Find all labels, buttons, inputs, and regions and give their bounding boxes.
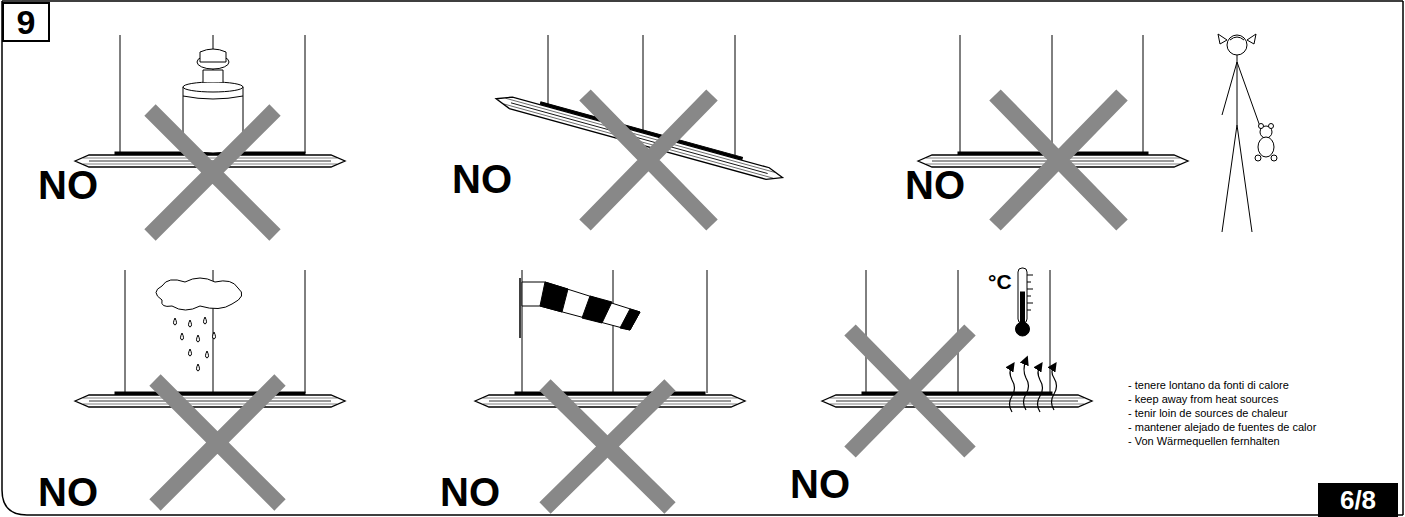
note-line: - keep away from heat sources (1128, 393, 1278, 405)
cross (155, 380, 280, 505)
panel-weight (75, 35, 345, 167)
unit-symbol: °C (988, 270, 1012, 293)
step-number: 9 (2, 2, 50, 42)
no-label: NO (452, 157, 512, 201)
panel-rain (75, 270, 345, 407)
no-label: NO (440, 470, 500, 514)
note-line: - Von Wärmequellen fernhalten (1128, 435, 1280, 447)
no-label: NO (905, 163, 965, 207)
cross (585, 95, 712, 225)
page-number: 6/8 (1318, 483, 1398, 517)
cross (995, 95, 1122, 225)
cross (545, 385, 670, 508)
no-label: NO (38, 163, 98, 207)
note-line: - tenir loin de sources de chaleur (1128, 407, 1288, 419)
no-label: NO (38, 470, 98, 514)
panel-child (918, 34, 1277, 232)
step-number-text: 9 (17, 5, 36, 39)
page-number-text: 6/8 (1340, 487, 1376, 513)
note-line: - tenere lontano da fonti di calore (1128, 379, 1289, 391)
note-line: - mantener alejado de fuentes de calor (1128, 421, 1316, 433)
no-label: NO (790, 462, 850, 506)
cross (850, 330, 970, 452)
panel-wind (475, 270, 745, 407)
cross (150, 110, 275, 235)
